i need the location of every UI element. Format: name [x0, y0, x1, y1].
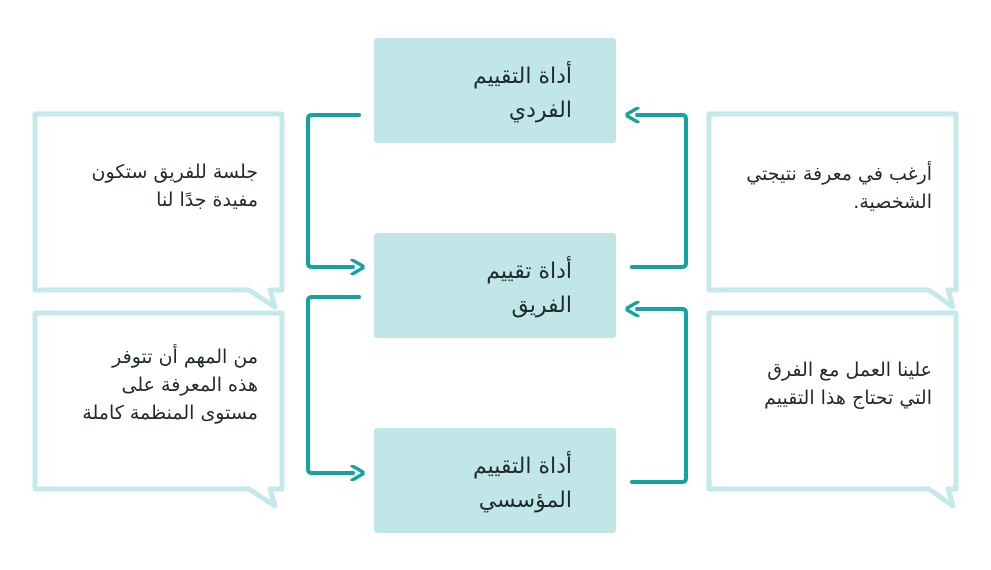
individual-assessment-box: أداة التقييم الفردي — [374, 38, 616, 143]
bubble-right-2-line: علينا العمل مع الفرق — [767, 359, 932, 381]
arrow-left-to-team — [306, 113, 359, 267]
team-assessment-title: أداة تقييم — [486, 259, 572, 284]
bubble-right-1-outline — [706, 111, 959, 310]
bubble-right-2-outline — [706, 310, 959, 509]
organizational-assessment-box: أداة التقييم المؤسسي — [374, 428, 616, 533]
team-assessment-subtitle: الفريق — [511, 293, 572, 318]
bubble-left-1-line: جلسة للفريق ستكون — [91, 161, 258, 183]
arrow-right-to-team — [632, 309, 688, 484]
individual-assessment-subtitle: الفردي — [508, 98, 572, 123]
bubble-right-1-line: أرغب في معرفة نتيجتي — [746, 163, 932, 185]
bubble-left-2-text: من المهم أن تتوفر هذه المعرفة على مستوى … — [42, 343, 258, 427]
arrow-left-to-organizational — [306, 295, 359, 473]
bubble-left-2-line: من المهم أن تتوفر — [112, 346, 258, 368]
bubble-right-1-text: أرغب في معرفة نتيجتي الشخصية. — [718, 160, 932, 216]
bubble-right-1-line: الشخصية. — [853, 191, 932, 213]
organizational-assessment-subtitle: المؤسسي — [478, 488, 572, 513]
bubble-right-2-line: التي تحتاج هذا التقييم — [764, 387, 932, 409]
bubble-left-2-line: هذه المعرفة على — [121, 374, 258, 396]
bubble-left-1-outline — [32, 111, 285, 310]
bubble-left-1-text: جلسة للفريق ستكون مفيدة جدًا لنا — [46, 158, 258, 214]
bubble-left-1-line: مفيدة جدًا لنا — [156, 189, 258, 211]
bubble-left-2-outline — [32, 310, 285, 509]
organizational-assessment-title: أداة التقييم — [472, 454, 572, 479]
arrow-right-to-individual — [632, 115, 688, 269]
team-assessment-box: أداة تقييم الفريق — [374, 233, 616, 338]
bubble-left-2-line: مستوى المنظمة كاملة — [82, 402, 258, 424]
individual-assessment-title: أداة التقييم — [472, 64, 572, 89]
bubble-right-2-text: علينا العمل مع الفرق التي تحتاج هذا التق… — [718, 356, 932, 412]
